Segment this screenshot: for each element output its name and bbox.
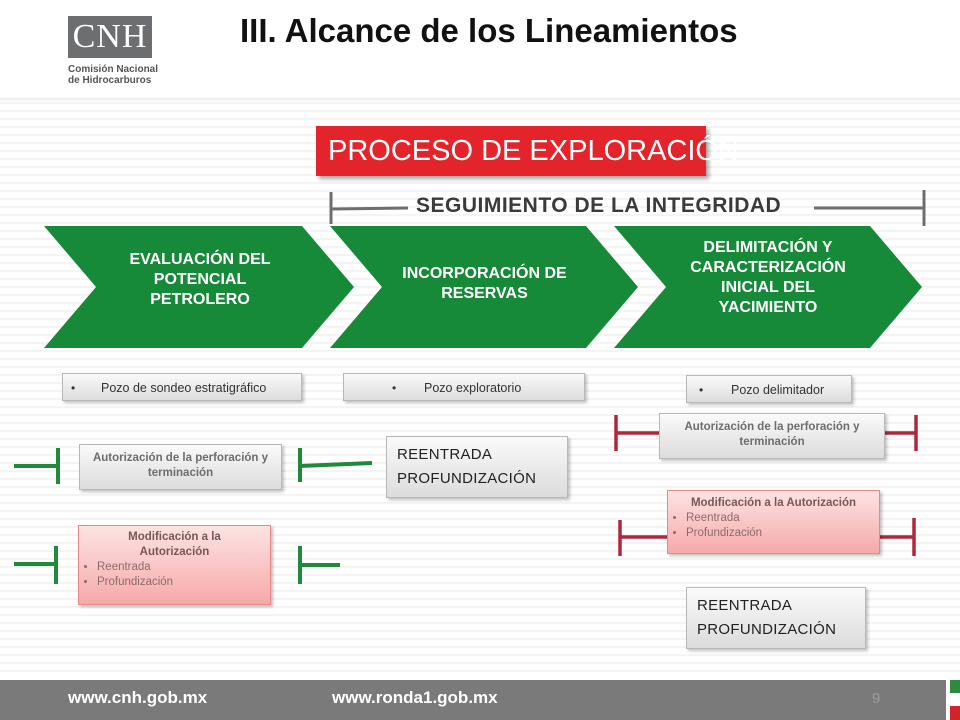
flag-red-stripe: [950, 706, 960, 720]
list-item: Reentrada: [97, 560, 270, 575]
reentrada-line2: PROFUNDIZACIÓN: [697, 621, 837, 638]
stage-arrow-2: [330, 226, 638, 348]
reentrada-box-middle: REENTRADA PROFUNDIZACIÓN: [386, 436, 568, 498]
bullet-icon: •: [392, 381, 397, 395]
well-delimitador-box: • Pozo delimitador: [686, 375, 852, 403]
process-label-box: PROCESO DE EXPLORACIÓN: [316, 126, 739, 176]
tracking-bracket: [329, 190, 926, 226]
well-exploratorio-box: • Pozo exploratorio: [343, 373, 585, 401]
modification-list-right: Reentrada Profundización: [668, 511, 879, 541]
list-item: Profundización: [686, 526, 879, 541]
modification-box-left: Modificación a la Autorización Reentrada…: [78, 525, 271, 605]
stage-arrow-3: [614, 226, 922, 348]
stage-label-1: EVALUACIÓN DEL POTENCIAL PETROLERO: [129, 251, 271, 308]
footer-link-ronda1[interactable]: www.ronda1.gob.mx: [332, 688, 498, 707]
page-number: 9: [872, 690, 881, 707]
well-sondeo-label: Pozo de sondeo estratigráfico: [101, 381, 267, 395]
stage-label-2: INCORPORACIÓN DE RESERVAS: [402, 265, 567, 302]
reentrada-line1: REENTRADA: [697, 597, 793, 614]
reentrada-line2: PROFUNDIZACIÓN: [397, 470, 537, 487]
modification-box-right: Modificación a la Autorización Reentrada…: [667, 490, 880, 554]
bullet-icon: •: [699, 383, 704, 397]
flag-white-stripe: [950, 693, 960, 706]
logo-subtitle: Comisión Nacional de Hidrocarburos: [68, 64, 188, 86]
bullet-icon: •: [71, 381, 76, 395]
flag-green-stripe: [950, 680, 960, 693]
modification-title-left: Modificación a la Autorización: [128, 531, 221, 558]
stage-label-3: DELIMITACIÓN Y CARACTERIZACIÓN INICIAL D…: [690, 239, 846, 316]
modification-list-left: Reentrada Profundización: [79, 560, 270, 590]
well-exploratorio-label: Pozo exploratorio: [424, 381, 522, 395]
cnh-logo: CNH: [68, 16, 152, 58]
red-brackets: [614, 415, 918, 556]
footer-link-cnh[interactable]: www.cnh.gob.mx: [68, 688, 208, 707]
reentrada-box-right: REENTRADA PROFUNDIZACIÓN: [686, 587, 866, 649]
header-divider: [0, 98, 960, 102]
reentrada-line1: REENTRADA: [397, 446, 493, 463]
green-brackets: [14, 448, 373, 584]
tracking-label: SEGUIMIENTO DE LA INTEGRIDAD: [416, 194, 782, 217]
logo-subtitle-line2: de Hidrocarburos: [68, 75, 152, 86]
footer-bar: www.cnh.gob.mx www.ronda1.gob.mx: [0, 680, 946, 720]
stage-arrow-1: [44, 226, 354, 348]
well-sondeo-box: • Pozo de sondeo estratigráfico: [62, 373, 302, 401]
logo-subtitle-line1: Comisión Nacional: [68, 64, 159, 75]
authorization-box-right: Autorización de la perforación y termina…: [659, 413, 885, 459]
list-item: Profundización: [97, 575, 270, 590]
modification-title-right: Modificación a la Autorización: [690, 497, 857, 509]
well-delimitador-label: Pozo delimitador: [731, 383, 825, 397]
list-item: Reentrada: [686, 511, 879, 526]
page-title: III. Alcance de los Lineamientos: [240, 12, 738, 49]
authorization-box-left: Autorización de la perforación y termina…: [79, 444, 282, 490]
